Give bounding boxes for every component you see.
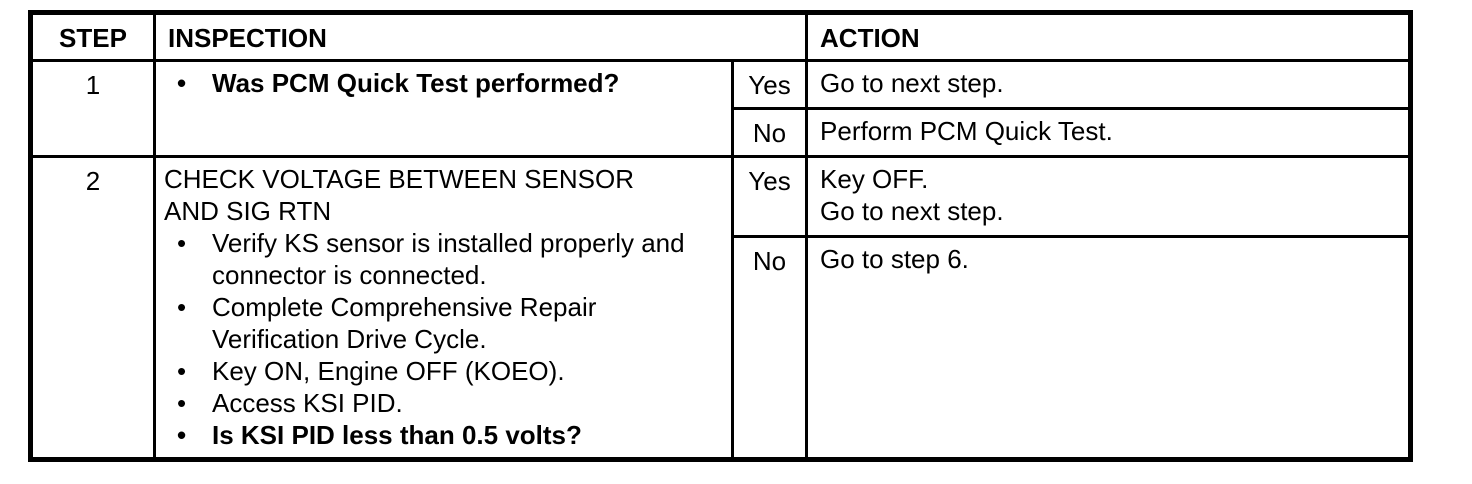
action-cell: Go to step 6.	[805, 234, 1412, 462]
answer-cell-no: No	[730, 234, 809, 462]
table-row-step1-yes: 1 • Was PCM Quick Test performed? Yes Go…	[29, 59, 1412, 158]
inspection-cell: CHECK VOLTAGE BETWEEN SENSOR AND SIG RTN…	[153, 155, 734, 461]
action-text: Key OFF.	[820, 164, 929, 194]
table-row-step1-no: No Perform PCM Quick Test.	[31, 107, 1412, 158]
inspection-bullet-item: • Is KSI PID less than 0.5 volts?	[164, 419, 727, 451]
step-number: 1	[29, 59, 156, 158]
inspection-heading-line: AND SIG RTN	[164, 196, 332, 226]
action-text: Go to next step.	[820, 196, 1004, 226]
inspection-bullet-item: • Was PCM Quick Test performed?	[164, 67, 727, 99]
inspection-bullet-item: • Complete Comprehensive Repair Verifica…	[164, 291, 727, 355]
action-text: Go to step 6.	[820, 243, 969, 274]
table-row-step2-yes: 2 CHECK VOLTAGE BETWEEN SENSOR AND SIG R…	[29, 155, 1412, 461]
inspection-bullet-text: Complete Comprehensive Repair Verificati…	[212, 291, 727, 355]
bullet-icon: •	[177, 292, 187, 322]
action-cell: Go to next step.	[805, 59, 1412, 110]
bullet-text-line: Verify KS sensor is installed properly a…	[212, 228, 685, 258]
action-text: Perform PCM Quick Test.	[820, 116, 1113, 146]
inspection-heading-line: CHECK VOLTAGE BETWEEN SENSOR	[164, 164, 635, 194]
inspection-cell: • Was PCM Quick Test performed?	[153, 59, 734, 158]
bullet-icon: •	[177, 388, 187, 418]
inspection-bullet-text: Key ON, Engine OFF (KOEO).	[212, 356, 565, 386]
inspection-bullet-text: Access KSI PID.	[212, 388, 403, 418]
diagnostic-pinpoint-table: STEP INSPECTION ACTION 1 • Was PCM Quick…	[28, 10, 1413, 462]
bullet-icon: •	[177, 356, 187, 386]
answer-cell-yes: Yes	[730, 155, 809, 238]
column-header-action: ACTION	[805, 11, 1412, 62]
bullet-text-line: Complete Comprehensive Repair	[212, 292, 597, 322]
inspection-bullet-item: • Key ON, Engine OFF (KOEO).	[164, 355, 727, 387]
inspection-bullet-text: Verify KS sensor is installed properly a…	[212, 227, 727, 291]
inspection-bullet-text: Is KSI PID less than 0.5 volts?	[212, 420, 582, 450]
inspection-bullet-item: • Access KSI PID.	[164, 387, 727, 419]
action-cell: Key OFF. Go to next step.	[805, 155, 1412, 238]
column-header-step: STEP	[29, 11, 156, 62]
bullet-icon: •	[177, 228, 187, 258]
action-cell: Perform PCM Quick Test.	[805, 107, 1412, 158]
bullet-text-line: Verification Drive Cycle.	[212, 324, 487, 354]
column-header-inspection: INSPECTION	[152, 11, 809, 62]
action-text: Go to next step.	[820, 68, 1004, 98]
bullet-icon: •	[177, 68, 187, 98]
step-number: 2	[29, 155, 156, 461]
table-header-row: STEP INSPECTION ACTION	[29, 11, 1412, 62]
table-row-step2-no: No Go to step 6.	[31, 234, 1412, 462]
answer-cell-yes: Yes	[730, 59, 809, 110]
bullet-icon: •	[177, 420, 187, 450]
answer-cell-no: No	[730, 107, 809, 158]
inspection-bullet-text: Was PCM Quick Test performed?	[212, 68, 620, 98]
inspection-bullet-item: • Verify KS sensor is installed properly…	[164, 227, 727, 291]
bullet-text-line: connector is connected.	[212, 260, 487, 290]
